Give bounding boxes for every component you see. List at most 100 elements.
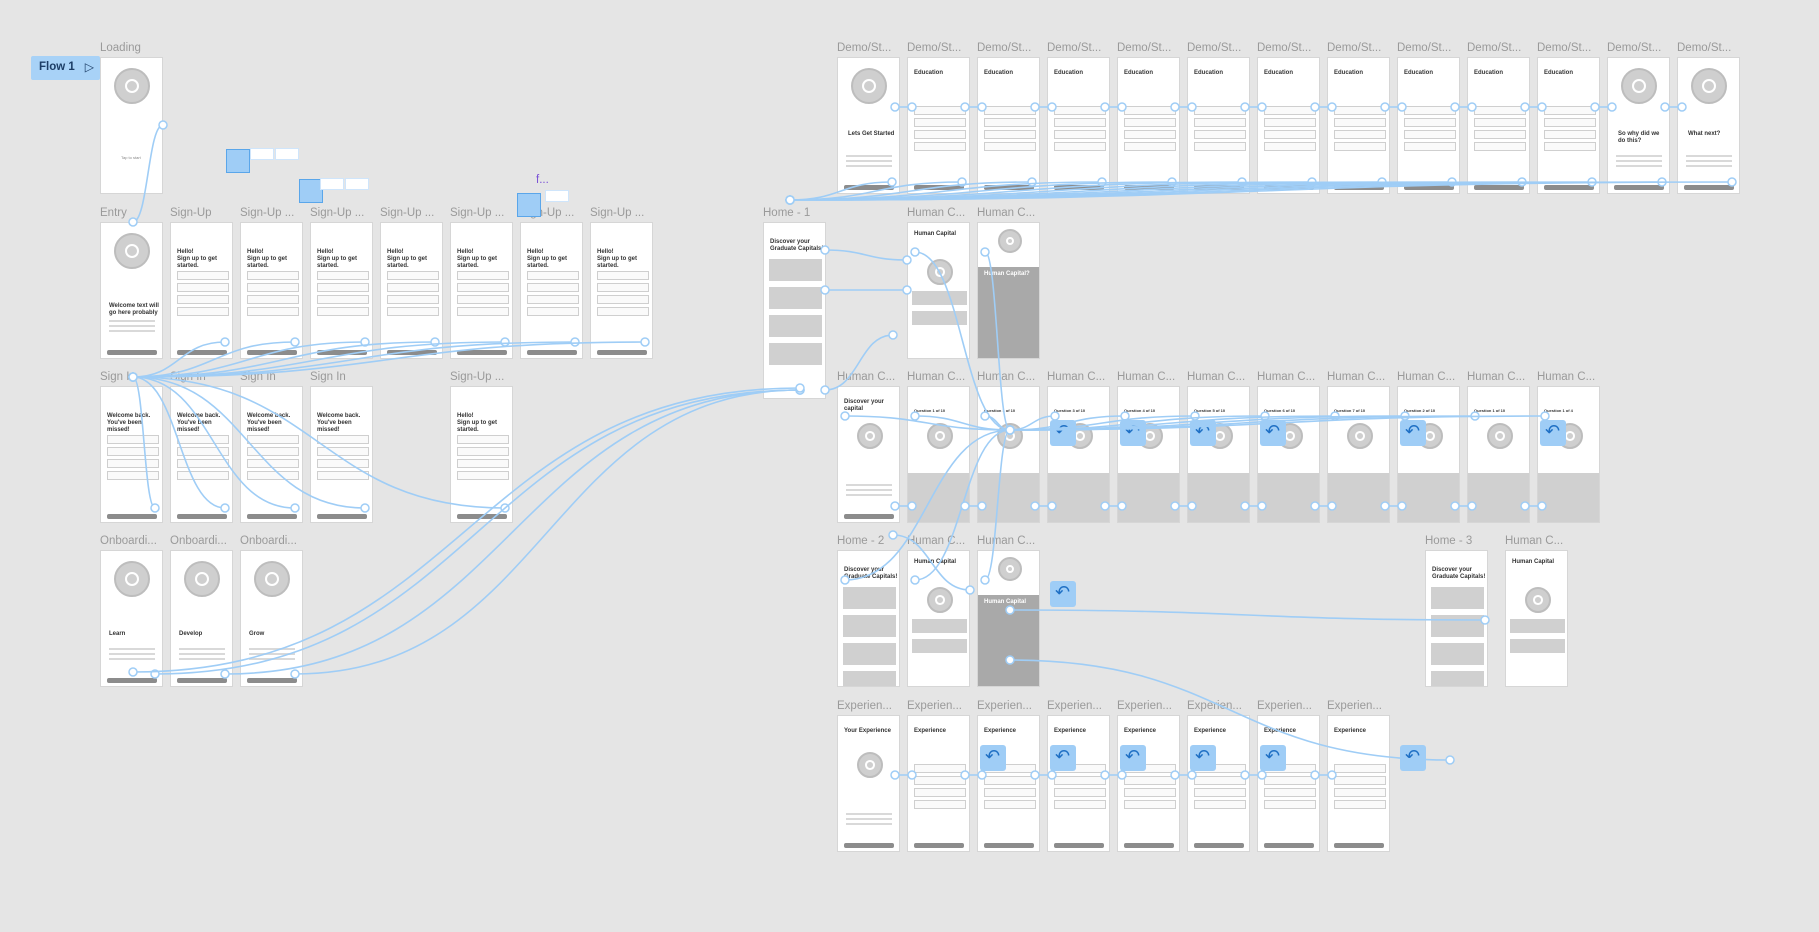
screen-heading: Discover your Graduate Capitals!: [770, 239, 824, 252]
screen-frame[interactable]: Welcome text will go here probably: [100, 222, 163, 359]
frame-label: Experien...: [907, 700, 962, 712]
screen-frame[interactable]: Welcome back. You've been missed!: [170, 386, 233, 523]
screen-frame[interactable]: Human Capital: [977, 550, 1040, 687]
input-field: [1404, 118, 1456, 127]
screen-frame[interactable]: Question 7 of 10: [1327, 386, 1390, 523]
screen-frame[interactable]: Question 6 of 10: [1257, 386, 1320, 523]
screen-frame[interactable]: Hello! Sign up to get started.: [590, 222, 653, 359]
frame-label: Demo/St...: [1047, 42, 1102, 54]
screen-heading: Education: [1054, 70, 1084, 76]
screen-frame[interactable]: What next?: [1677, 57, 1740, 194]
input-field: [1124, 776, 1176, 785]
screen-frame[interactable]: Question 5 of 10: [1187, 386, 1250, 523]
frame-label: Human C...: [1327, 371, 1386, 383]
input-field: [1474, 130, 1526, 139]
screen-heading: Question 2 of 10: [1404, 408, 1436, 413]
screen-frame[interactable]: Welcome back. You've been missed!: [240, 386, 303, 523]
screen-frame[interactable]: Hello! Sign up to get started.: [450, 222, 513, 359]
screen-frame[interactable]: Welcome back. You've been missed!: [310, 386, 373, 523]
screen-frame[interactable]: Welcome back. You've been missed!: [100, 386, 163, 523]
screen-frame[interactable]: Education: [1187, 57, 1250, 194]
screen-frame[interactable]: Question 1 of 10: [977, 386, 1040, 523]
screen-frame[interactable]: Question 1 of 10: [1467, 386, 1530, 523]
screen-heading: Experience: [1264, 728, 1297, 734]
screen-frame[interactable]: Discover your capital: [837, 386, 900, 523]
screen-frame[interactable]: Experience: [1327, 715, 1390, 852]
screen-frame[interactable]: Education: [1327, 57, 1390, 194]
screen-frame[interactable]: Question 1 of 4: [1537, 386, 1600, 523]
screen-frame[interactable]: Question 1 of 10: [907, 386, 970, 523]
input-field: [914, 118, 966, 127]
input-field: [247, 435, 299, 444]
image-placeholder-icon: [1621, 68, 1657, 104]
input-field: [247, 271, 299, 280]
back-icon: [1190, 420, 1216, 446]
screen-heading: Hello! Sign up to get started.: [247, 249, 287, 269]
play-icon[interactable]: ▷: [84, 60, 94, 74]
screen-frame[interactable]: Education: [1117, 57, 1180, 194]
screen-frame[interactable]: Lets Get Started: [837, 57, 900, 194]
screen-frame[interactable]: Education: [1397, 57, 1460, 194]
screen-frame[interactable]: Experience: [907, 715, 970, 852]
text-line: [846, 160, 892, 162]
frame-label: Human C...: [907, 371, 966, 383]
screen-frame[interactable]: Experience: [977, 715, 1040, 852]
screen-frame[interactable]: Education: [907, 57, 970, 194]
screen-heading: Experience: [914, 728, 947, 734]
text-line: [1686, 165, 1732, 167]
screen-frame[interactable]: Question 3 of 10: [1047, 386, 1110, 523]
screen-frame[interactable]: Hello! Sign up to get started.: [380, 222, 443, 359]
screen-frame[interactable]: Human Capital: [1505, 550, 1568, 687]
primary-button: [844, 185, 894, 190]
screen-frame[interactable]: Human Capital?: [977, 222, 1040, 359]
input-field: [107, 459, 159, 468]
connection-node: [785, 195, 795, 205]
input-field: [984, 106, 1036, 115]
screen-frame[interactable]: Discover your Graduate Capitals!: [837, 550, 900, 687]
screen-frame[interactable]: Hello! Sign up to get started.: [450, 386, 513, 523]
screen-frame[interactable]: Education: [1467, 57, 1530, 194]
screen-frame[interactable]: Discover your Graduate Capitals!: [1425, 550, 1488, 687]
info-card: [1510, 639, 1565, 653]
input-field: [1194, 800, 1246, 809]
component-instance-icon: [226, 149, 250, 173]
frame-label: Human C...: [977, 535, 1036, 547]
screen-frame[interactable]: Learn: [100, 550, 163, 687]
screen-frame[interactable]: Hello! Sign up to get started.: [170, 222, 233, 359]
screen-frame[interactable]: Education: [1537, 57, 1600, 194]
screen-frame[interactable]: So why did we do this?: [1607, 57, 1670, 194]
screen-frame[interactable]: Experience: [1047, 715, 1110, 852]
screen-frame[interactable]: Education: [1047, 57, 1110, 194]
primary-button: [457, 514, 507, 519]
input-field: [457, 295, 509, 304]
screen-frame[interactable]: Discover your Graduate Capitals!: [763, 222, 826, 399]
screen-frame[interactable]: Question 2 of 10: [1397, 386, 1460, 523]
screen-frame[interactable]: Your Experience: [837, 715, 900, 852]
input-field: [914, 106, 966, 115]
primary-button: [914, 185, 964, 190]
flow-start-tab[interactable]: Flow 1 ▷: [31, 56, 100, 80]
screen-frame[interactable]: Question 4 of 10: [1117, 386, 1180, 523]
screen-frame[interactable]: Grow: [240, 550, 303, 687]
screen-heading: Hello! Sign up to get started.: [457, 249, 497, 269]
screen-frame[interactable]: Tap to start: [100, 57, 163, 194]
input-field: [177, 471, 229, 480]
component-thumbnail: [345, 178, 369, 190]
screen-frame[interactable]: Education: [977, 57, 1040, 194]
screen-frame[interactable]: Hello! Sign up to get started.: [310, 222, 373, 359]
capital-card: [769, 315, 822, 337]
screen-frame[interactable]: Human Capital: [907, 222, 970, 359]
back-icon: [1260, 745, 1286, 771]
frame-label: Onboardi...: [240, 535, 297, 547]
screen-frame[interactable]: Human Capital: [907, 550, 970, 687]
screen-frame[interactable]: Hello! Sign up to get started.: [520, 222, 583, 359]
screen-frame[interactable]: Experience: [1117, 715, 1180, 852]
screen-frame[interactable]: Experience: [1257, 715, 1320, 852]
screen-frame[interactable]: Experience: [1187, 715, 1250, 852]
screen-frame[interactable]: Develop: [170, 550, 233, 687]
screen-frame[interactable]: Hello! Sign up to get started.: [240, 222, 303, 359]
screen-heading: Question 5 of 10: [1194, 408, 1226, 413]
text-line: [846, 813, 892, 815]
screen-frame[interactable]: Education: [1257, 57, 1320, 194]
